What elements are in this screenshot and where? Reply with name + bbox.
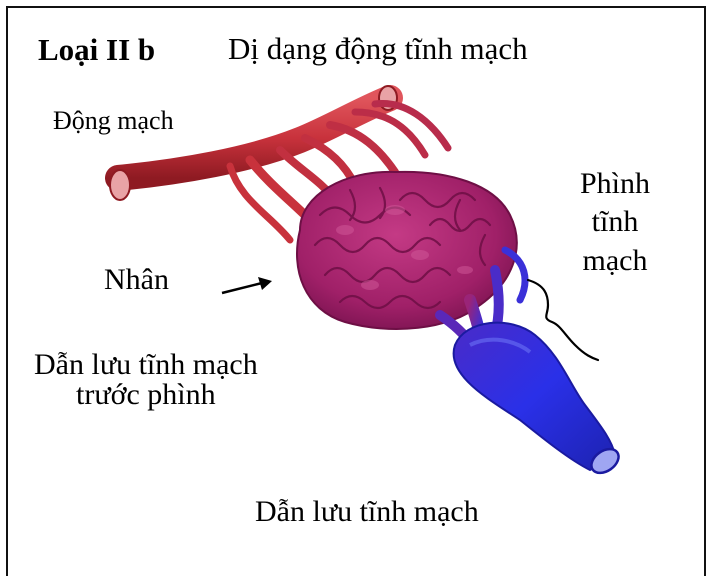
type-title: Loại II b (38, 34, 155, 65)
label-pre-aneurysm-line1: Dẫn lưu tĩnh mạch (34, 350, 258, 380)
nidus (297, 172, 517, 329)
label-aneurysm-line3: mạch (580, 242, 650, 280)
diagram-title: Dị dạng động tĩnh mạch (228, 33, 528, 64)
label-pre-aneurysm-drainage: Dẫn lưu tĩnh mạch trước phình (34, 350, 258, 410)
label-aneurysm-line1: Phình (580, 165, 650, 203)
nidus-arrow (222, 277, 272, 293)
label-aneurysm-line2: tĩnh (580, 203, 650, 241)
label-artery: Động mạch (53, 108, 174, 134)
label-venous-aneurysm: Phình tĩnh mạch (580, 165, 650, 280)
label-pre-aneurysm-line2: trước phình (34, 380, 258, 410)
label-venous-drainage: Dẫn lưu tĩnh mạch (255, 497, 479, 527)
venous-aneurysm (454, 323, 623, 478)
label-nidus: Nhân (104, 265, 169, 295)
